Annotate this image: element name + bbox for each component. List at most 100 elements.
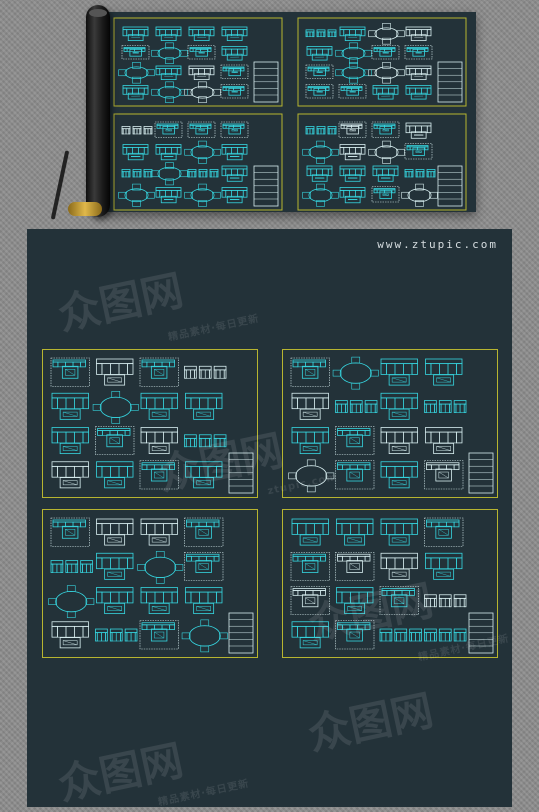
furniture-panel-bottom-left (42, 509, 258, 658)
glass-hatch (347, 606, 362, 611)
sofa-arm (292, 361, 299, 368)
sofa-cushion (110, 363, 120, 375)
glass-hatch (436, 377, 451, 383)
sofa-cushion (125, 128, 130, 135)
sofa-back (140, 587, 178, 593)
chair (351, 382, 361, 390)
rug (305, 64, 334, 79)
sofa-arm (174, 124, 179, 129)
round-table (374, 66, 399, 80)
mini-panel-border (297, 113, 467, 211)
sofa-cushion (331, 128, 336, 135)
sofa-cushion (138, 147, 145, 155)
sofa-cushion (309, 128, 314, 135)
sofa-cushion (237, 48, 244, 56)
sofa-back (221, 165, 248, 170)
sofa-cushion (455, 598, 461, 608)
sofa-cushion (204, 29, 211, 37)
glass-hatch (152, 537, 167, 543)
chair (146, 191, 155, 199)
sofa-back (96, 358, 134, 365)
sofa-cushion (200, 124, 209, 129)
coffee-table (104, 374, 126, 386)
sofa-cushion (357, 556, 366, 562)
sofa-cushion (444, 403, 450, 413)
table-inner (436, 571, 451, 577)
website-url[interactable]: www.ztupic.com (377, 238, 498, 251)
coffee-table (346, 126, 359, 135)
table-inner (165, 129, 172, 132)
sofa-cushion (161, 624, 170, 630)
coffee-table (195, 48, 208, 57)
sofa-cushion (355, 168, 362, 176)
table-inner (109, 437, 120, 445)
coffee-table (344, 602, 366, 615)
coffee-table (313, 87, 326, 96)
sofa-cushion (138, 29, 145, 37)
chair (306, 459, 316, 467)
table-inner (151, 537, 167, 543)
sofa-back (380, 518, 418, 525)
sofa-cushion (358, 523, 368, 535)
glass-hatch (65, 529, 76, 536)
round-table (157, 46, 182, 60)
sofa-back (80, 560, 93, 565)
rug (95, 426, 135, 456)
sofa-cushion (163, 523, 173, 535)
sofa-arm (337, 464, 343, 471)
sofa-cushion (388, 87, 395, 95)
sofa-back (96, 552, 134, 559)
coffee-table (59, 442, 81, 455)
sofa-arm (189, 48, 194, 52)
rug (184, 551, 224, 581)
sofa-arm (176, 68, 182, 76)
sofa-arm (364, 430, 371, 436)
table-inner (391, 537, 407, 543)
sofa-cushion (403, 363, 413, 375)
sofa-arm (360, 190, 366, 198)
sofa-cushion (328, 31, 333, 37)
chair (396, 30, 405, 38)
mini-panel-border (297, 17, 467, 107)
glass-hatch (392, 446, 407, 451)
table-inner (415, 150, 422, 153)
chair (302, 191, 311, 199)
round-table (308, 188, 333, 203)
sofa-arm (207, 48, 212, 52)
sofa-back (185, 587, 223, 593)
sofa-arm (242, 48, 248, 56)
table-inner (305, 369, 316, 376)
sofa-cushion (86, 563, 92, 573)
panel-drawing (290, 517, 494, 654)
sofa-back (51, 461, 89, 467)
sofa-arm (426, 464, 432, 471)
sofa-cushion (430, 598, 435, 608)
sofa-cushion (144, 128, 149, 135)
sofa-arm (456, 363, 463, 375)
table-inner (132, 52, 139, 54)
table-inner (231, 71, 238, 73)
sofa-cushion (394, 431, 404, 444)
coffee-table (346, 628, 363, 642)
glass-hatch (438, 471, 449, 479)
table-inner (154, 471, 165, 479)
sofa-arm (82, 397, 89, 410)
sofa-arm (322, 523, 329, 535)
sofa-cushion (317, 128, 322, 135)
sofa-arm (339, 168, 345, 177)
round-table (374, 145, 399, 160)
sofa-cushion (136, 171, 141, 178)
sofa-cushion (125, 171, 130, 178)
sofa-cushion (154, 397, 164, 409)
panel-drawing (50, 357, 254, 494)
coffee-table (301, 560, 319, 573)
sofa-arm (320, 361, 326, 368)
sofa-cushion (190, 369, 195, 379)
rolled-poster-drawings (113, 17, 467, 211)
table-inner (316, 91, 323, 93)
sofa-cushion (204, 68, 211, 76)
rug (50, 517, 90, 547)
sofa-arm (306, 168, 312, 177)
sofa-cushion (82, 563, 87, 573)
chair (198, 140, 207, 148)
